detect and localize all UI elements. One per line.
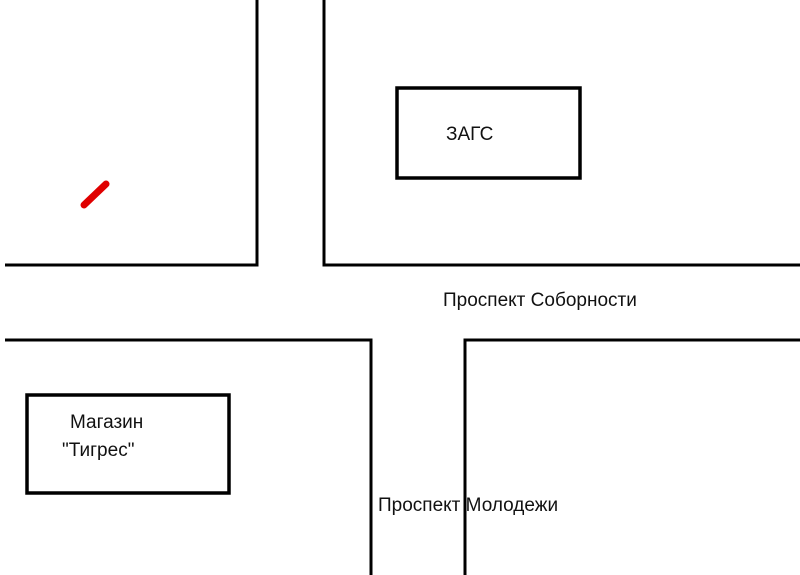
location-marker-icon <box>80 180 110 209</box>
store-label-line1: Магазин <box>70 412 144 433</box>
block-bottom-left-edge <box>5 338 373 575</box>
block-top-left-edge <box>5 0 259 267</box>
zags-label: ЗАГС <box>446 124 494 145</box>
street-label-sobornosti: Проспект Соборности <box>443 290 637 311</box>
store-label-line2: "Тигрес" <box>62 440 135 461</box>
zags-building <box>395 86 582 180</box>
store-building <box>25 393 231 495</box>
street-label-molodezhi: Проспект Молодежи <box>378 495 559 516</box>
block-bottom-right-edge <box>463 338 800 575</box>
block-top-right-edge <box>322 0 800 267</box>
